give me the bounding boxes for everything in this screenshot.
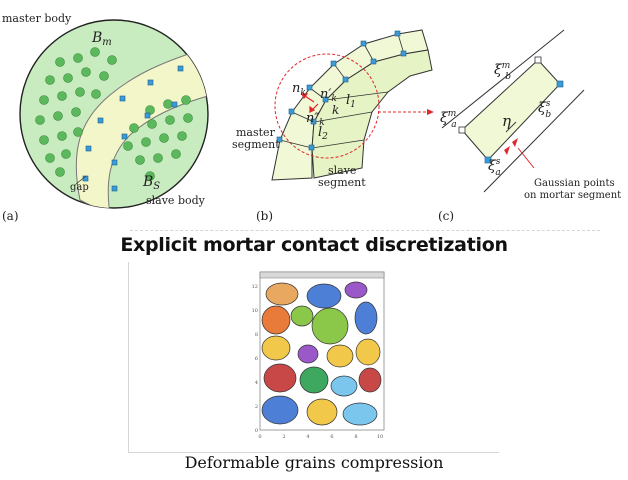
bm-label: Bm (91, 30, 112, 48)
y-tick: 2 (255, 404, 258, 410)
x-tick: 6 (330, 434, 333, 440)
grain (344, 281, 368, 299)
l2-label: l2 (318, 125, 328, 142)
grains-frame (128, 262, 499, 453)
x-tick: 4 (306, 434, 309, 440)
grains-plot: 12 10 8 6 4 2 0 0 2 4 6 8 10 (252, 271, 385, 440)
segment-nodes (276, 30, 407, 151)
grain (263, 363, 297, 393)
panel-a-label: (a) (2, 209, 19, 223)
nk-label: nk (292, 81, 306, 98)
nk-prime-label: n′k (320, 87, 337, 104)
panel-c-label: (c) (438, 209, 454, 223)
l1-label: l1 (346, 93, 356, 110)
master-grain-dots (35, 47, 117, 177)
grain (354, 301, 378, 335)
contact-nodes (82, 65, 184, 192)
eta-label: η (502, 112, 511, 130)
gauss-pointer (517, 147, 535, 169)
gauss-points (504, 138, 518, 155)
panel-a-diagram: master body Bm BS gap slave body (a) (2, 12, 209, 223)
y-ticks: 12 10 8 6 4 2 0 (252, 284, 258, 434)
gap-pointer (75, 175, 87, 185)
grain (330, 375, 358, 397)
figure-title: Explicit mortar contact discretization (120, 234, 508, 256)
x-tick: 8 (354, 434, 357, 440)
master-body-label: master body (2, 12, 72, 25)
slave-body-label: slave body (146, 194, 206, 207)
x-tick: 0 (258, 434, 261, 440)
grain (290, 305, 314, 327)
grain (297, 344, 319, 364)
slave-grain-dots (123, 95, 193, 181)
grains-caption: Deformable grains compression (184, 453, 444, 472)
grain (306, 398, 338, 426)
grain (265, 282, 299, 306)
x-ticks: 0 2 4 6 8 10 (258, 434, 383, 440)
x-tick: 10 (377, 434, 383, 440)
y-tick: 8 (255, 332, 258, 338)
grains (261, 281, 382, 426)
y-tick: 0 (255, 428, 258, 434)
mortar-nodes (458, 56, 542, 134)
grain (306, 283, 342, 309)
master-edge-upper (441, 29, 565, 129)
grain (342, 402, 378, 426)
normal-arrows (301, 93, 319, 113)
grain (299, 366, 329, 394)
y-tick: 10 (252, 308, 258, 314)
grain (358, 367, 382, 393)
zoom-circle (274, 53, 380, 159)
gap-band (75, 44, 208, 208)
top-divider (130, 230, 600, 231)
y-tick: 12 (252, 284, 258, 290)
grain (261, 395, 299, 425)
segment-nodes-c (484, 80, 564, 164)
slave-edge-lower (483, 89, 585, 193)
gap-label: gap (70, 182, 89, 193)
zoom-pointer-head (427, 109, 434, 115)
slave-strip (311, 49, 433, 179)
grain (261, 335, 291, 361)
grain (311, 307, 349, 345)
bs-label: BS (142, 174, 160, 192)
k-label: k (332, 103, 339, 117)
top-plate (259, 271, 385, 279)
nk-dprime-label: n″k (306, 111, 325, 128)
y-tick: 4 (255, 380, 258, 386)
eta-arrow (505, 121, 517, 133)
x-tick: 2 (282, 434, 285, 440)
grain (326, 344, 354, 368)
panel-b-label: (b) (256, 209, 273, 223)
grain (261, 305, 291, 335)
grain (355, 338, 381, 366)
y-tick: 6 (255, 356, 258, 362)
